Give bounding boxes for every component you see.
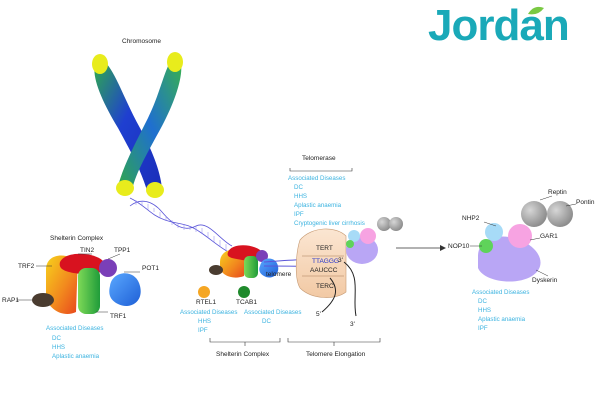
telomerase-bracket — [289, 168, 353, 172]
tert-label: TERT — [316, 245, 333, 252]
disease-item: IPF — [198, 327, 208, 334]
trf1-protein — [244, 256, 258, 278]
disease-item: DC — [262, 318, 271, 325]
telomerase: Telomerase Associated Diseases DC HHS Ap… — [288, 155, 403, 328]
disease-item: HHS — [294, 193, 307, 200]
pontin-protein — [547, 201, 573, 227]
rna-strand — [343, 261, 357, 317]
terc-label: TERC — [316, 283, 334, 290]
trf2-label: TRF2 — [18, 263, 35, 270]
pontin-label: Pontin — [576, 199, 595, 206]
chromatid-left — [94, 58, 162, 194]
dyskerin-protein — [478, 236, 541, 282]
gar1-label: GAR1 — [540, 233, 558, 240]
rap1-label: RAP1 — [2, 297, 19, 304]
rap1-protein — [32, 293, 54, 307]
disease-item: Aplastic anaemia — [478, 316, 526, 323]
nop10-protein — [479, 239, 493, 253]
gar1-protein — [360, 228, 376, 244]
rap1-protein — [209, 265, 223, 275]
gar1-protein — [508, 224, 532, 248]
shelterin-complex-left: Shelterin Complex TRF2 TIN2 TPP1 POT1 RA… — [2, 235, 159, 360]
chromosome-label: Chromosome — [122, 38, 161, 45]
trf1-label: TRF1 — [110, 313, 127, 320]
telomere-tip — [167, 52, 183, 72]
leaf-icon — [528, 6, 544, 15]
pot1-protein — [109, 273, 141, 306]
disease-item: HHS — [52, 344, 65, 351]
tpp1-label: TPP1 — [114, 247, 131, 254]
three-prime-end: 3' — [350, 321, 355, 328]
three-prime-end: 3' — [338, 257, 343, 264]
disease-item: DC — [478, 298, 487, 305]
nhp2-protein — [348, 230, 360, 242]
tpp1-protein — [99, 259, 117, 277]
telomere-tip — [146, 182, 164, 198]
disease-item: Aplastic anaemia — [294, 202, 342, 209]
disease-heading: Associated Diseases — [46, 325, 103, 332]
trf1-protein — [78, 268, 100, 314]
disease-item: IPF — [294, 211, 304, 218]
five-prime-end: 5' — [316, 311, 321, 318]
tin2-label: TIN2 — [80, 247, 94, 254]
tcab1-protein — [238, 286, 250, 298]
chromatid-right — [118, 56, 182, 190]
telomerase-title: Telomerase — [302, 155, 336, 162]
disease-item: HHS — [198, 318, 211, 325]
telomere-elongation-caption: Telomere Elongation — [306, 351, 366, 358]
pontin-protein — [389, 217, 403, 231]
disease-heading: Associated Diseases — [472, 289, 529, 296]
shelterin-complex-caption: Shelterin Complex — [216, 351, 270, 358]
chromosome: Chromosome — [92, 38, 183, 198]
tert-protein — [295, 228, 347, 298]
shelterin-title: Shelterin Complex — [50, 235, 104, 242]
logo-text: Jordan — [428, 1, 569, 50]
disease-item: DC — [52, 335, 61, 342]
reptin-protein — [377, 217, 391, 231]
disease-item: Aplastic anaemia — [52, 353, 100, 360]
disease-item: Cryptogenic liver cirrhosis — [294, 220, 365, 227]
nop10-protein — [346, 240, 354, 248]
disease-item: DC — [294, 184, 303, 191]
disease-heading: Associated Diseases — [180, 309, 237, 316]
disease-item: IPF — [478, 325, 488, 332]
telomere-tip — [116, 180, 134, 196]
pot1-label: POT1 — [142, 265, 159, 272]
nhp2-label: NHP2 — [462, 215, 480, 222]
bottom-brackets — [209, 338, 381, 346]
disease-heading: Associated Diseases — [244, 309, 301, 316]
tpp1-protein — [256, 250, 268, 262]
sequence-top: TTAGGG — [312, 258, 339, 265]
rna-strand — [321, 277, 337, 313]
sequence-bottom: AAUCCC — [310, 267, 338, 274]
arrow-icon — [396, 245, 446, 251]
reptin-protein — [521, 201, 547, 227]
dna-helix — [129, 197, 233, 255]
disease-heading: Associated Diseases — [288, 175, 345, 182]
nop10-label: NOP10 — [448, 243, 470, 250]
reptin-label: Reptin — [548, 189, 567, 196]
rtel1-label: RTEL1 — [196, 299, 216, 306]
telomere-tip — [92, 54, 108, 74]
nhp2-protein — [485, 223, 503, 241]
telomere-label: telomere — [266, 271, 292, 278]
pot1-protein — [259, 258, 279, 278]
rtel1-protein — [198, 286, 210, 298]
disease-item: HHS — [478, 307, 491, 314]
dyskerin-label: Dyskerin — [532, 277, 558, 284]
dyskerin-complex: Reptin Pontin NHP2 NOP10 GAR1 Dyskerin A… — [448, 189, 595, 332]
tcab1-label: TCAB1 — [236, 299, 257, 306]
jordan-logo: Jordan — [428, 1, 570, 50]
